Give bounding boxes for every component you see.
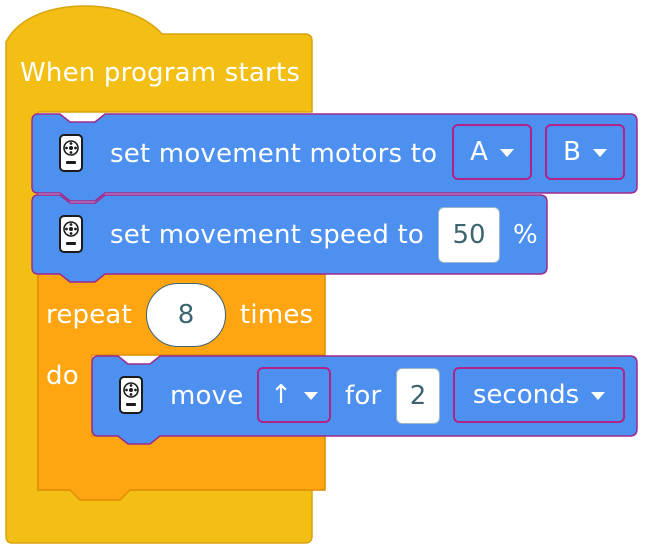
chevron-down-icon (591, 392, 606, 400)
motor-a-value: A (470, 137, 488, 167)
unit-value: seconds (472, 380, 580, 410)
chevron-down-icon (592, 149, 607, 157)
hub-motor-icon (118, 376, 144, 418)
motor-b-value: B (563, 137, 581, 167)
set-speed-block[interactable] (31, 194, 548, 283)
repeat-count-input[interactable]: 8 (146, 283, 226, 347)
hub-motor-icon (58, 134, 84, 176)
unit-dropdown[interactable]: seconds (453, 367, 625, 423)
chevron-down-icon (303, 392, 318, 400)
set-speed-label: set movement speed to (110, 220, 424, 250)
duration-input[interactable]: 2 (396, 368, 440, 424)
hub-motor-icon (58, 215, 84, 257)
motor-b-dropdown[interactable]: B (545, 124, 625, 180)
times-label: times (240, 300, 314, 330)
motor-a-dropdown[interactable]: A (452, 124, 532, 180)
move-label: move (170, 381, 244, 411)
hat-block[interactable] (5, 5, 313, 544)
speed-unit: % (513, 220, 538, 250)
repeat-label: repeat (46, 300, 132, 330)
direction-value: ↑ (270, 380, 292, 410)
hat-label: When program starts (20, 58, 301, 88)
for-label: for (345, 381, 382, 411)
chevron-down-icon (499, 149, 514, 157)
do-label: do (46, 361, 79, 391)
set-motors-label: set movement motors to (110, 139, 438, 169)
speed-input[interactable]: 50 (438, 207, 500, 263)
direction-dropdown[interactable]: ↑ (257, 367, 331, 423)
